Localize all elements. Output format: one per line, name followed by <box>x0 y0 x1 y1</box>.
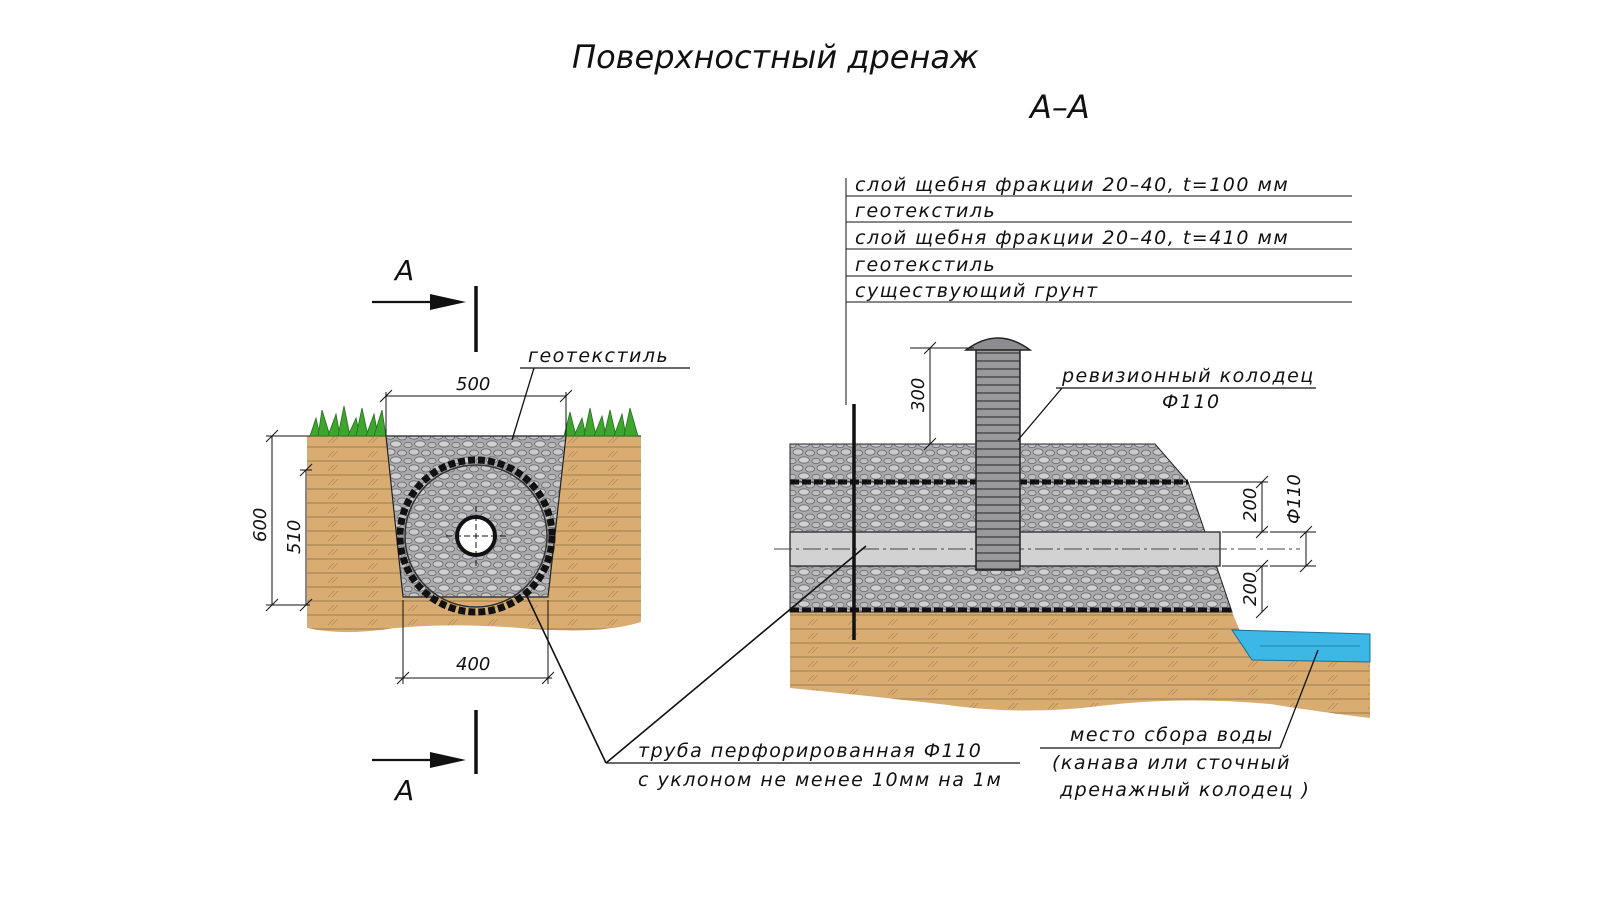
layer-label-2: геотекстиль <box>855 200 996 222</box>
layer-label-1: слой щебня фракции 20–40, t=100 мм <box>855 174 1289 196</box>
pipe-note: труба перфорированная Ф110 с уклоном не … <box>523 545 1020 791</box>
outlet-note-line2: (канава или сточный <box>1052 752 1291 774</box>
grass-right <box>563 407 639 437</box>
pipe-note-line1: труба перфорированная Ф110 <box>638 740 982 762</box>
section-title: А–А <box>1028 88 1090 126</box>
longitudinal-section: слой щебня фракции 20–40, t=100 мм геоте… <box>774 174 1371 718</box>
inspection-well-label: ревизионный колодец <box>1061 365 1315 387</box>
page-title: Поверхностный дренаж <box>572 38 979 76</box>
label-geotextile-trench: геотекстиль <box>528 345 669 367</box>
layer-label-5: существующий грунт <box>855 280 1099 302</box>
soil-layer <box>790 612 1370 718</box>
section-mark-bottom: А <box>393 774 414 807</box>
dim-top-width: 500 <box>456 374 490 395</box>
dim-gravel-depth: 510 <box>284 520 305 554</box>
inspection-well-diameter: Ф110 <box>1162 391 1221 413</box>
outlet-note-line3: дренажный колодец ) <box>1059 779 1310 801</box>
dim-total-depth: 600 <box>250 508 271 542</box>
pipe-note-line2: с уклоном не менее 10мм на 1м <box>638 769 1002 791</box>
outlet-note-line1: место сбора воды <box>1070 724 1274 746</box>
trench-cross-section: 500 400 600 510 геотекстиль <box>250 345 690 685</box>
section-cut-top: А <box>372 254 478 352</box>
dim-upper: 200 <box>1240 488 1261 522</box>
dim-bottom-width: 400 <box>456 654 490 675</box>
layer-label-4: геотекстиль <box>855 254 996 276</box>
geotextile-wrap <box>396 456 556 616</box>
dim-pipe-diameter: Ф110 <box>1284 474 1305 524</box>
grass-left <box>309 405 387 437</box>
inspection-well-riser <box>975 347 1021 571</box>
section-cut-bottom: А <box>372 710 478 807</box>
section-mark-top: А <box>393 254 414 287</box>
inspection-well-cap <box>963 337 1033 351</box>
outlet-note: место сбора воды (канава или сточный дре… <box>1040 649 1319 801</box>
dim-riser-height: 300 <box>908 378 929 412</box>
layer-label-3: слой щебня фракции 20–40, t=410 мм <box>855 227 1289 249</box>
dim-lower: 200 <box>1240 572 1261 606</box>
